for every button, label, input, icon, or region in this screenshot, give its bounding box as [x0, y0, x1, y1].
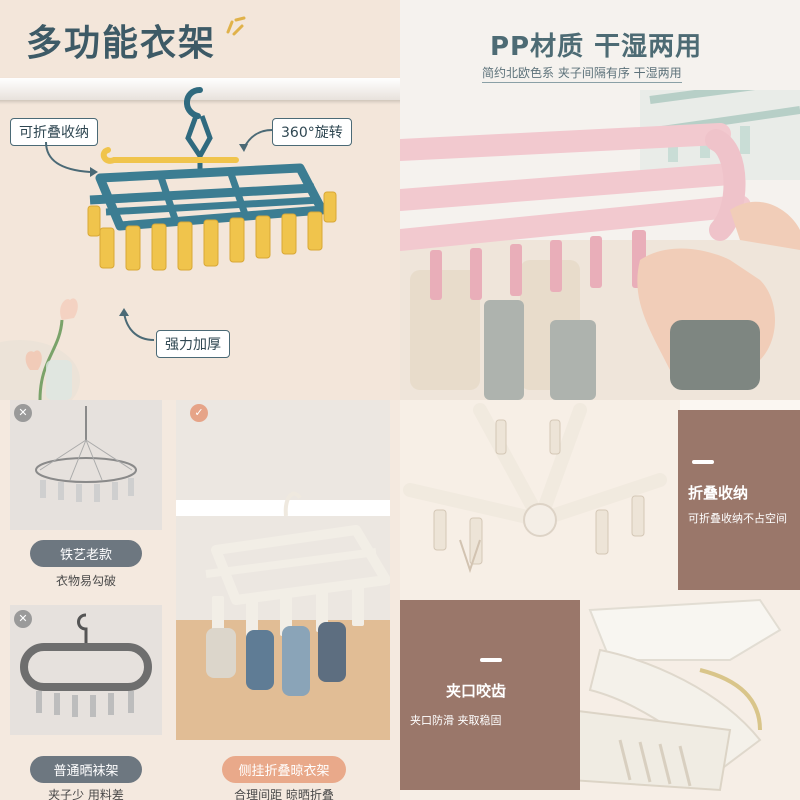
- cross-icon: ✕: [14, 404, 32, 422]
- panel-comparison: ✕ 铁艺老款 衣物易勾破 ✕ 普通晒袜架 夹子少 用料差: [0, 400, 400, 800]
- fold-heading: 折叠收纳: [688, 484, 749, 502]
- divider: [480, 658, 502, 662]
- cross-icon: ✕: [14, 610, 32, 628]
- note-iron-hanger: 衣物易勾破: [55, 574, 116, 588]
- vase-decor: [0, 298, 80, 400]
- note-folding-hanger: 合理间距 晾晒折叠: [234, 788, 334, 800]
- label-iron-hanger: 铁艺老款: [30, 540, 142, 567]
- check-icon: ✓: [190, 404, 208, 422]
- callout-rotate: 360°旋转: [272, 118, 352, 146]
- arrow-icon: [119, 308, 155, 341]
- arrow-icon: [45, 141, 98, 177]
- callout-foldable: 可折叠收纳: [10, 118, 98, 146]
- material-subtitle: 简约北欧色系 夹子间隔有序 干湿两用: [482, 64, 682, 83]
- main-title: 多功能衣架: [26, 23, 217, 64]
- clip-info-box: [400, 600, 580, 790]
- divider: [692, 460, 714, 464]
- clip-heading: 夹口咬齿: [446, 682, 507, 700]
- material-title: PP材质 干湿两用: [490, 32, 703, 62]
- panel-main-product: 多功能衣架: [0, 0, 400, 400]
- fold-subtext: 可折叠收纳不占空间: [688, 512, 787, 525]
- panel-details: 折叠收纳 可折叠收纳不占空间 夹口咬齿 夹口防滑 夹取稳固: [400, 400, 800, 800]
- arrow-icon: [239, 129, 273, 152]
- folding-hanger-image: [176, 400, 391, 740]
- sparkle-icon: [226, 16, 246, 36]
- note-sock-hanger: 夹子少 用料差: [48, 788, 124, 800]
- clip-subtext: 夹口防滑 夹取稳固: [410, 714, 502, 727]
- fold-info-box: [678, 410, 800, 590]
- callout-strong: 强力加厚: [156, 330, 230, 358]
- iron-hanger-image: [10, 400, 162, 530]
- pink-hanger-photo: [400, 90, 800, 400]
- sock-hanger-image: [10, 605, 162, 735]
- panel-material: PP材质 干湿两用 简约北欧色系 夹子间隔有序 干湿两用: [400, 0, 800, 400]
- label-folding-hanger: 侧挂折叠晾衣架: [222, 756, 346, 783]
- foldable-clip-hanger-image: [87, 87, 337, 271]
- label-sock-hanger: 普通晒袜架: [30, 756, 142, 783]
